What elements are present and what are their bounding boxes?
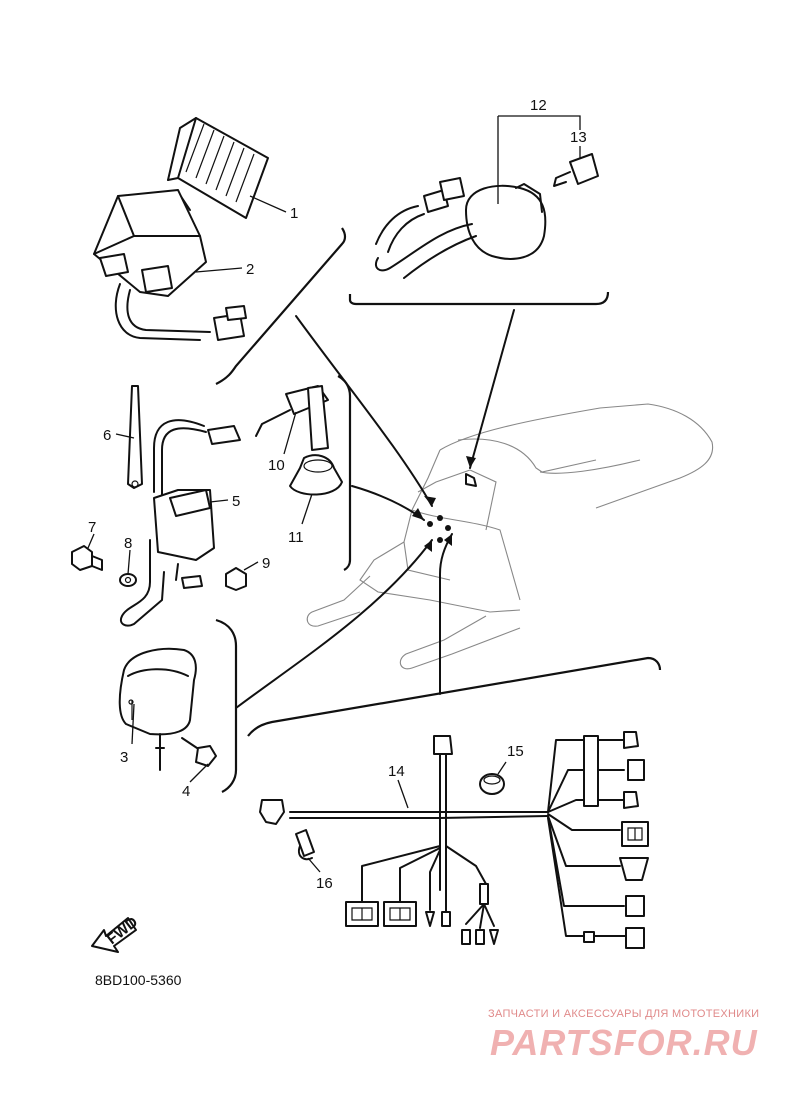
svg-text:FWD: FWD [104,913,142,948]
part-13-ignition-key [553,153,599,187]
part-4-bolt [181,737,217,767]
part-14-wire-harness [259,731,649,949]
part-1-switch-body [167,117,269,219]
connection-points [427,473,477,543]
callout-13: 13 [570,129,587,146]
callout-14: 14 [388,763,405,780]
callout-2: 2 [246,261,254,278]
part-5-ignition-coil [120,419,215,627]
callout-3: 3 [120,749,128,766]
callout-1: 1 [290,205,298,222]
part-12-ignition-switch [374,177,547,279]
watermark-logo: PARTSFOR.RU [490,1022,758,1063]
part-3-cdi-unit [118,647,197,771]
part-11-cap-cover [289,454,343,496]
document-code: 8BD100-5360 [95,972,182,988]
frame-harness-group [247,656,662,737]
frame-cdi-group [215,618,238,793]
part-2-switch-housing [93,189,247,341]
part-8-washer [119,573,137,587]
pointer-lines [235,309,515,709]
watermark-tagline: ЗАПЧАСТИ И АКСЕССУАРЫ ДЛЯ МОТОТЕХНИКИ [488,1008,760,1020]
callout-12: 12 [530,97,547,114]
callout-8: 8 [124,535,132,552]
frame-switch-group [215,227,347,385]
frame-ignition-group [348,291,610,306]
part-15-grommet [479,773,505,795]
callout-5: 5 [232,493,240,510]
part-9-nut [225,567,247,591]
callout-10: 10 [268,457,285,474]
part-7-bolt [71,545,103,571]
callout-11: 11 [288,529,304,546]
callout-16: 16 [316,875,333,892]
callout-15: 15 [507,743,524,760]
snowmobile-outline [306,403,714,670]
frame-coil-group [337,375,352,571]
part-6-ground-lead [127,385,143,489]
part-10-plug-cap [207,385,329,451]
leader-12 [497,115,581,204]
callout-labels: 1 2 3 4 5 6 7 8 9 10 11 12 13 14 15 16 [87,97,587,892]
callout-7: 7 [88,519,96,536]
callout-9: 9 [262,555,270,572]
callout-6: 6 [103,427,111,444]
fwd-direction-arrow: FWD [91,913,142,953]
callout-4: 4 [182,783,190,800]
part-16-clamp [295,829,315,861]
